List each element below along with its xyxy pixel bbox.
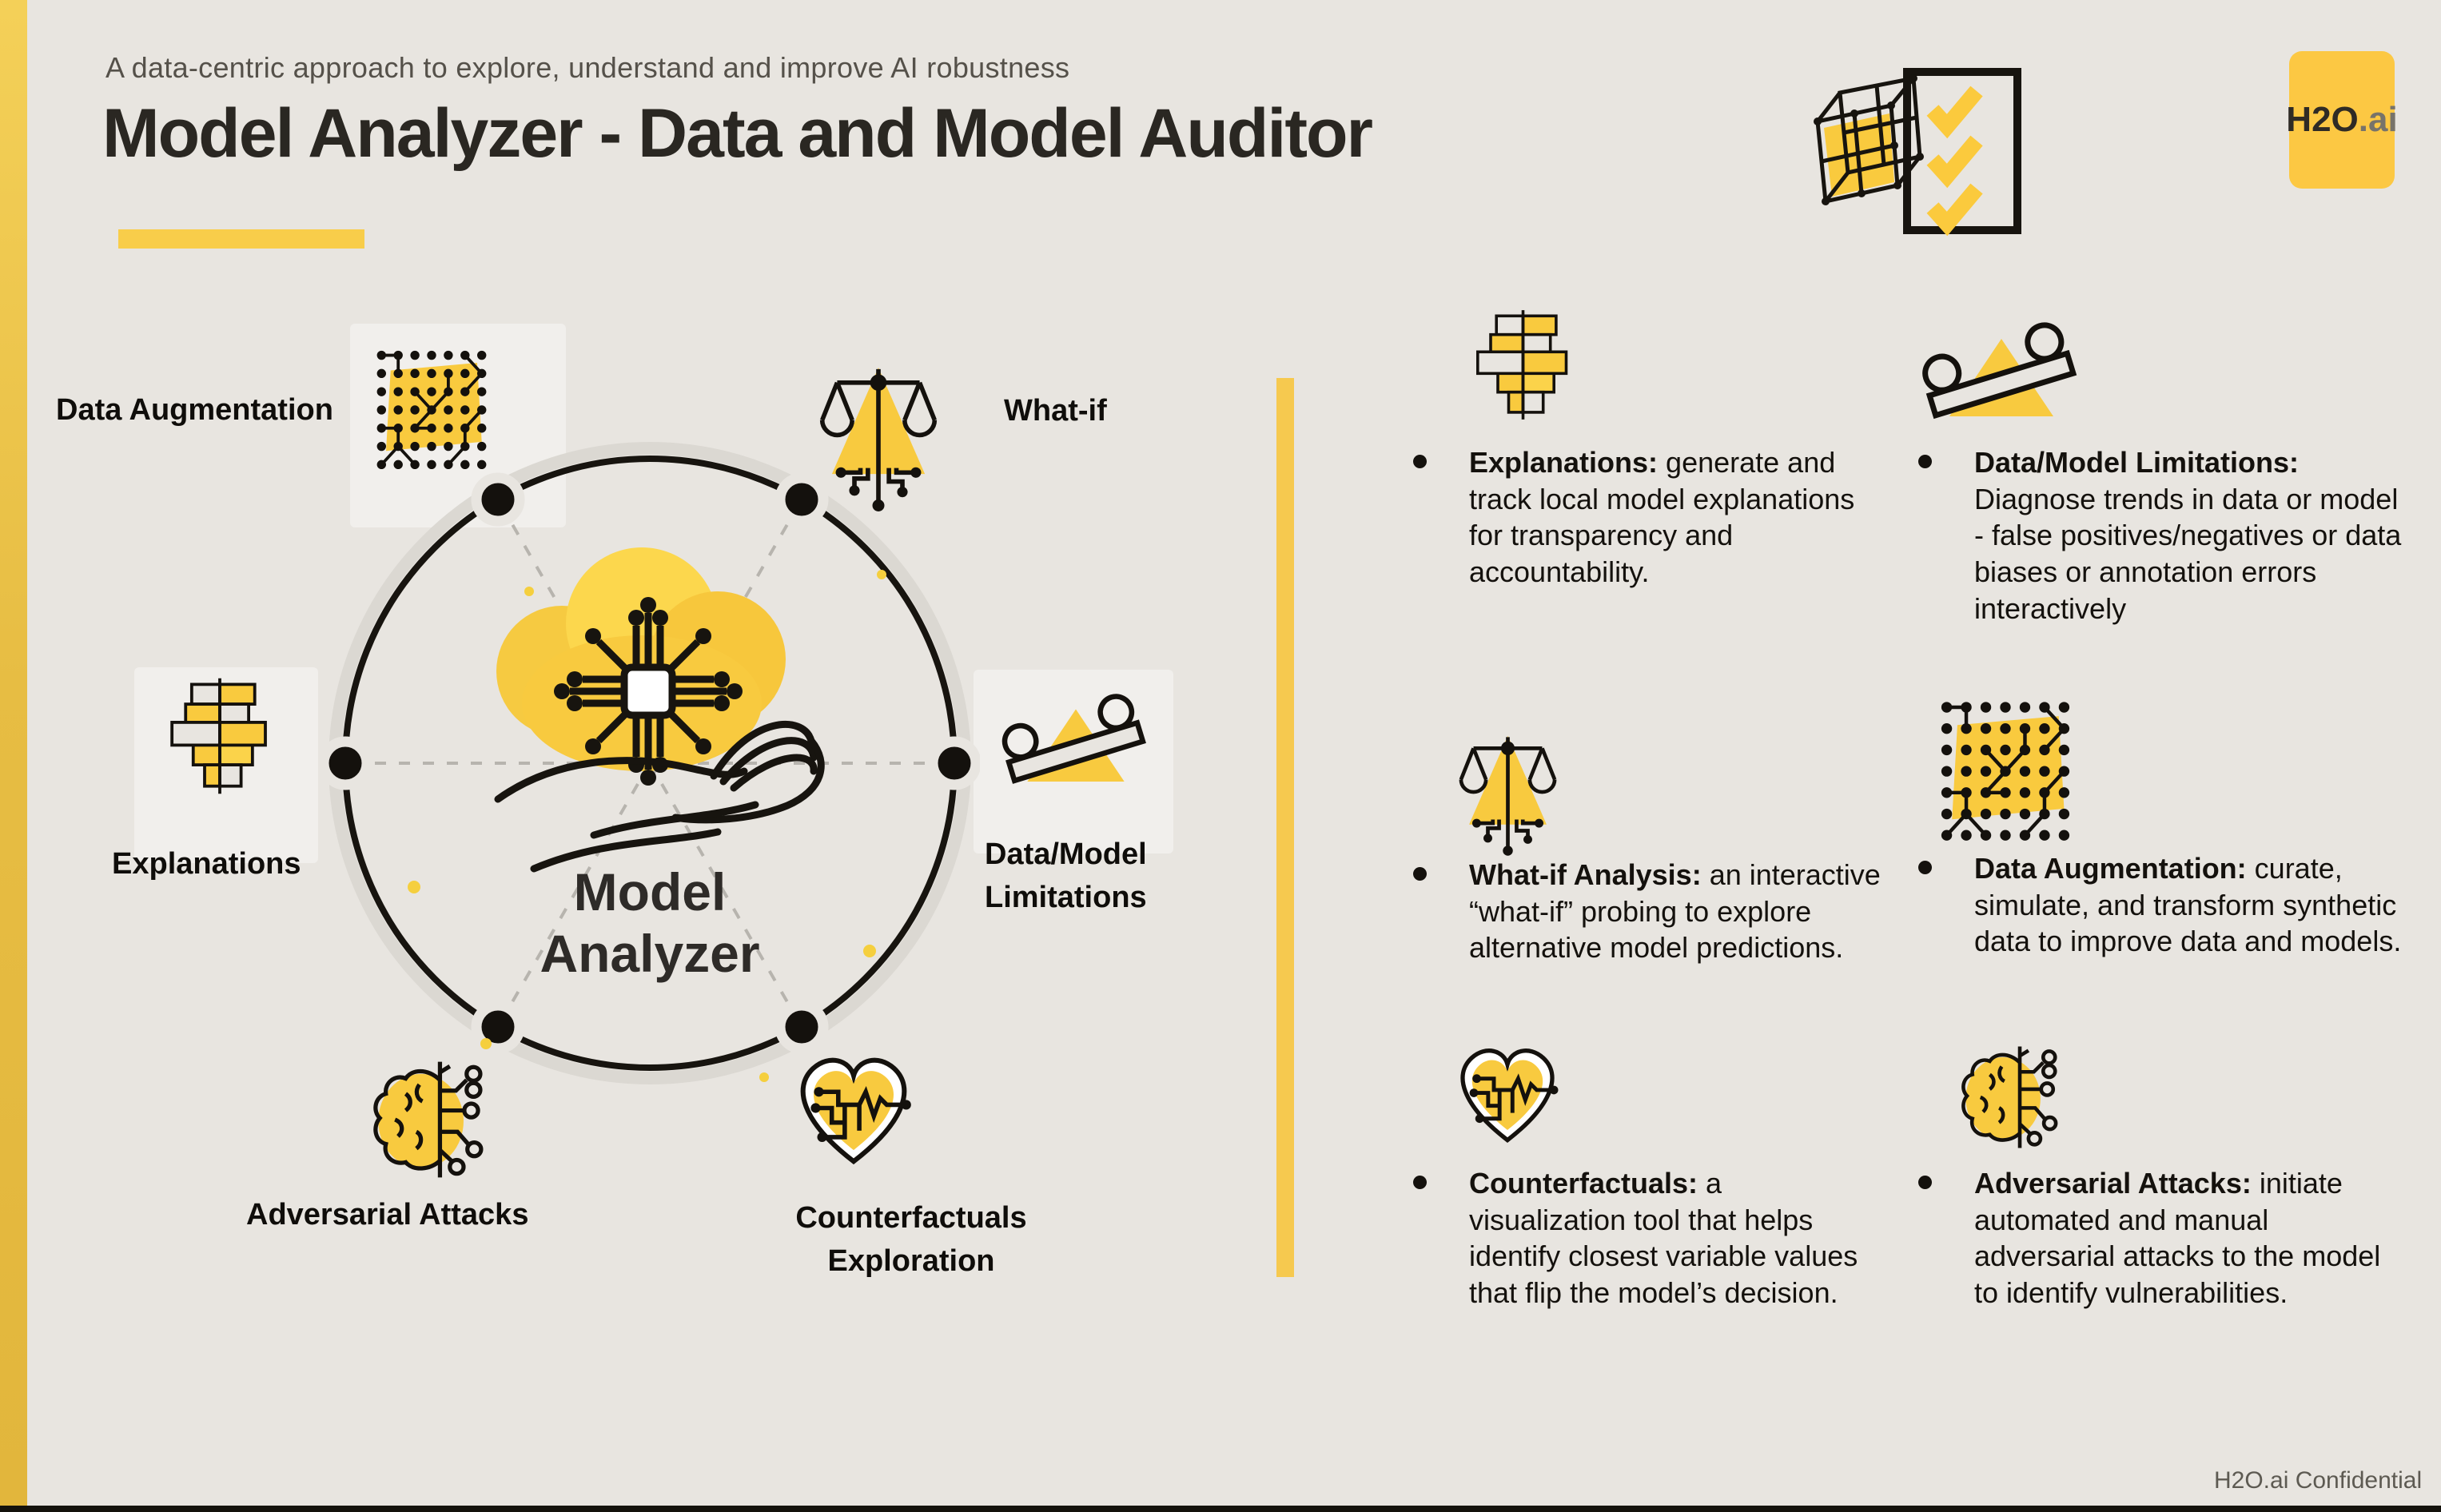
bottom-edge-line: [0, 1506, 2441, 1512]
bullet-dot: [1413, 857, 1469, 881]
feature-body: an interactive “what-if” probing to expl…: [1469, 858, 1881, 965]
feature-title: What-if Analysis:: [1469, 858, 1702, 891]
feature-counterfactuals: Counterfactuals: a visualization tool th…: [1413, 1165, 1893, 1311]
feature-adversarial-attacks: Adversarial Attacks: initiate automated …: [1918, 1165, 2414, 1311]
funnel-bars-icon: [1469, 299, 1577, 431]
node-label-what-if: What-if: [1004, 394, 1107, 428]
feature-data-augmentation: Data Augmentation: curate, simulate, and…: [1918, 850, 2414, 960]
cube-checklist-icon: [1813, 64, 2027, 238]
feature-title: Explanations:: [1469, 446, 1659, 479]
chip-cloud-hand-icon: [494, 547, 825, 873]
left-accent-bar: [0, 0, 27, 1512]
feature-title: Data Augmentation:: [1974, 852, 2247, 885]
bullet-dot: [1918, 850, 1974, 874]
feature-title: Data/Model Limitations:: [1974, 446, 2300, 479]
node-label-adversarial-attacks: Adversarial Attacks: [246, 1198, 529, 1231]
feature-what-if-analysis: What-if Analysis: an interactive “what-i…: [1413, 857, 1893, 966]
dot-grid-icon: [1934, 694, 2077, 847]
diagram-center-label: Model Analyzer: [474, 861, 826, 984]
bullet-dot: [1413, 444, 1469, 468]
heart-circuit-icon: [785, 1040, 922, 1176]
node-label-data-model-limitations: Data/Model Limitations: [985, 834, 1147, 920]
feature-data-model-limitations: Data/Model Limitations: Diagnose trends …: [1918, 444, 2414, 627]
scales-icon: [1458, 713, 1558, 869]
brain-circuit-icon: [366, 1056, 496, 1183]
bullet-dot: [1918, 444, 1974, 468]
feature-text: Adversarial Attacks: initiate automated …: [1974, 1165, 2390, 1311]
page-title: Model Analyzer - Data and Model Auditor: [102, 95, 1373, 172]
feature-text: Counterfactuals: a visualization tool th…: [1469, 1165, 1885, 1311]
bullet-dot: [1413, 1165, 1469, 1189]
feature-body: initiate automated and manual adversaria…: [1974, 1167, 2381, 1310]
seesaw-icon: [1917, 308, 2086, 428]
hand-outline: [494, 721, 825, 873]
logo-text-bold: H2O: [2286, 100, 2359, 139]
node-label-explanations: Explanations: [112, 847, 301, 881]
feature-title: Counterfactuals:: [1469, 1167, 1698, 1200]
feature-body: curate, simulate, and transform syntheti…: [1974, 852, 2402, 958]
chip-core: [620, 663, 676, 719]
feature-text: Data Augmentation: curate, simulate, and…: [1974, 850, 2406, 960]
chip-trace-dots: [554, 597, 743, 786]
feature-text: Explanations: generate and track local m…: [1469, 444, 1877, 591]
funnel-bars-icon: [160, 675, 280, 797]
feature-body: a visualization tool that helps identify…: [1469, 1167, 1858, 1310]
title-underline: [118, 229, 364, 249]
feature-body: generate and track local model explanati…: [1469, 446, 1855, 589]
label-line1: Counterfactuals: [795, 1201, 1027, 1235]
slide-subtitle: A data-centric approach to explore, unde…: [106, 51, 1070, 84]
bullet-dot: [1918, 1165, 1974, 1189]
feature-body: Diagnose trends in data or model - false…: [1974, 482, 2402, 625]
confidential-footer: H2O.ai Confidential: [2214, 1467, 2423, 1494]
seesaw-icon: [991, 681, 1161, 793]
logo-text-suffix: .ai: [2358, 100, 2398, 139]
scales-icon: [818, 352, 938, 515]
decorative-dots: [408, 570, 886, 1082]
brain-circuit-icon: [1955, 1026, 2069, 1168]
label-line2: Exploration: [827, 1243, 995, 1278]
feature-text: Data/Model Limitations: Diagnose trends …: [1974, 444, 2406, 627]
feature-explanations: Explanations: generate and track local m…: [1413, 444, 1893, 591]
h2o-logo: H2O.ai: [2286, 51, 2398, 189]
center-label-line1: Model: [573, 862, 727, 921]
section-divider-bar: [1276, 378, 1294, 1277]
feature-title: Adversarial Attacks:: [1974, 1167, 2252, 1200]
label-line2: Limitations: [985, 880, 1147, 914]
feature-text: What-if Analysis: an interactive “what-i…: [1469, 857, 1885, 966]
center-label-line2: Analyzer: [540, 923, 760, 983]
dot-grid-icon: [371, 342, 492, 476]
node-label-data-augmentation: Data Augmentation: [56, 393, 333, 427]
heart-circuit-icon: [1447, 1029, 1568, 1157]
node-label-counterfactuals: Counterfactuals Exploration: [779, 1197, 1043, 1283]
label-line1: Data/Model: [985, 838, 1147, 871]
cloud-shape: [496, 547, 786, 771]
